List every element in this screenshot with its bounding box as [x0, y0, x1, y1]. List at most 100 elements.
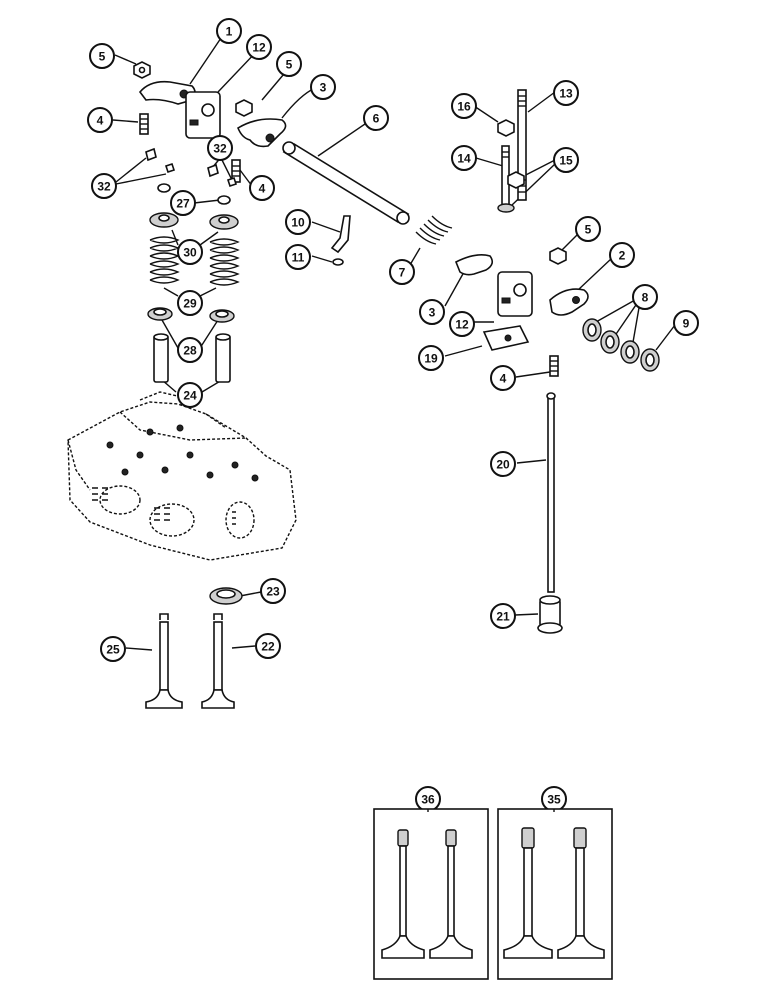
- callout-22: 22: [255, 633, 281, 659]
- callout-label: 32: [213, 142, 227, 156]
- callout-circle: [87, 107, 113, 133]
- callout-5: 5: [89, 43, 115, 69]
- callout-label: 11: [292, 251, 305, 265]
- callout-circle: [490, 603, 516, 629]
- callout-label: 5: [286, 58, 293, 72]
- callout-circle: [285, 244, 311, 270]
- callout-circle: [249, 175, 275, 201]
- callout-label: 25: [106, 643, 120, 657]
- callout-label: 2: [619, 249, 626, 263]
- callout-circle: [89, 43, 115, 69]
- callout-15: 15: [553, 147, 579, 173]
- parts-right: [282, 89, 660, 634]
- callout-label: 24: [183, 389, 197, 403]
- callout-35: 35: [541, 786, 567, 812]
- callout-9: 9: [673, 310, 699, 336]
- callout-4: 4: [87, 107, 113, 133]
- callout-label: 12: [252, 41, 266, 55]
- callout-circle: [310, 74, 336, 100]
- callout-circle: [490, 451, 516, 477]
- callout-36: 36: [415, 786, 441, 812]
- valve-icon: [145, 613, 235, 709]
- callout-3: 3: [310, 74, 336, 100]
- callout-circle: [177, 290, 203, 316]
- callout-circle: [170, 190, 196, 216]
- callout-19: 19: [418, 345, 444, 371]
- callout-label: 30: [183, 246, 197, 260]
- callout-13: 13: [553, 80, 579, 106]
- callout-label: 32: [97, 180, 111, 194]
- callout-11: 11: [285, 244, 311, 270]
- callout-32: 32: [91, 173, 117, 199]
- callout-label: 4: [500, 372, 507, 386]
- callout-label: 1: [226, 25, 233, 39]
- callout-circle: [285, 209, 311, 235]
- callout-16: 16: [451, 93, 477, 119]
- callout-3: 3: [419, 299, 445, 325]
- callout-circle: [216, 18, 242, 44]
- callout-label: 16: [457, 100, 471, 114]
- callout-label: 27: [176, 197, 190, 211]
- callout-label: 3: [429, 306, 436, 320]
- callout-label: 9: [683, 317, 690, 331]
- callout-circle: [673, 310, 699, 336]
- callout-label: 22: [261, 640, 275, 654]
- callout-circle: [100, 636, 126, 662]
- parts-left: [133, 61, 287, 230]
- callout-30: 30: [177, 239, 203, 265]
- callout-circle: [490, 365, 516, 391]
- callout-5: 5: [276, 51, 302, 77]
- callout-label: 8: [642, 291, 649, 305]
- callout-circle: [575, 216, 601, 242]
- callout-circle: [389, 259, 415, 285]
- callout-label: 35: [547, 793, 561, 807]
- callout-label: 20: [496, 458, 510, 472]
- callout-label: 4: [97, 114, 104, 128]
- callout-14: 14: [451, 145, 477, 171]
- callout-21: 21: [490, 603, 516, 629]
- callout-label: 36: [421, 793, 435, 807]
- callout-4: 4: [490, 365, 516, 391]
- callout-circle: [451, 145, 477, 171]
- callout-label: 19: [424, 352, 438, 366]
- callout-12: 12: [246, 34, 272, 60]
- callout-circle: [419, 299, 445, 325]
- callout-5: 5: [575, 216, 601, 242]
- callout-label: 7: [399, 266, 406, 280]
- callout-12: 12: [449, 311, 475, 337]
- callout-10: 10: [285, 209, 311, 235]
- cylinder-head-icon: [67, 391, 297, 561]
- callout-circle: [451, 93, 477, 119]
- callout-circle: [553, 80, 579, 106]
- callout-circle: [276, 51, 302, 77]
- callout-label: 13: [559, 87, 573, 101]
- callout-circle: [246, 34, 272, 60]
- callout-circle: [207, 135, 233, 161]
- callout-circle: [260, 578, 286, 604]
- callout-label: 21: [496, 610, 510, 624]
- callout-label: 6: [373, 112, 380, 126]
- callout-circle: [177, 382, 203, 408]
- callout-circle: [255, 633, 281, 659]
- callout-label: 28: [183, 344, 197, 358]
- callout-label: 5: [99, 50, 106, 64]
- callout-label: 12: [455, 318, 469, 332]
- callout-circle: [363, 105, 389, 131]
- callout-29: 29: [177, 290, 203, 316]
- callout-circle: [449, 311, 475, 337]
- parts-left-lower: [147, 307, 235, 383]
- callout-27: 27: [170, 190, 196, 216]
- callout-label: 15: [559, 154, 573, 168]
- callout-label: 14: [457, 152, 471, 166]
- callout-circle: [418, 345, 444, 371]
- callout-32: 32: [207, 135, 233, 161]
- callout-7: 7: [389, 259, 415, 285]
- callout-circle: [91, 173, 117, 199]
- callout-circle: [609, 242, 635, 268]
- callout-24: 24: [177, 382, 203, 408]
- callout-2: 2: [609, 242, 635, 268]
- callout-8: 8: [632, 284, 658, 310]
- callout-label: 23: [266, 585, 280, 599]
